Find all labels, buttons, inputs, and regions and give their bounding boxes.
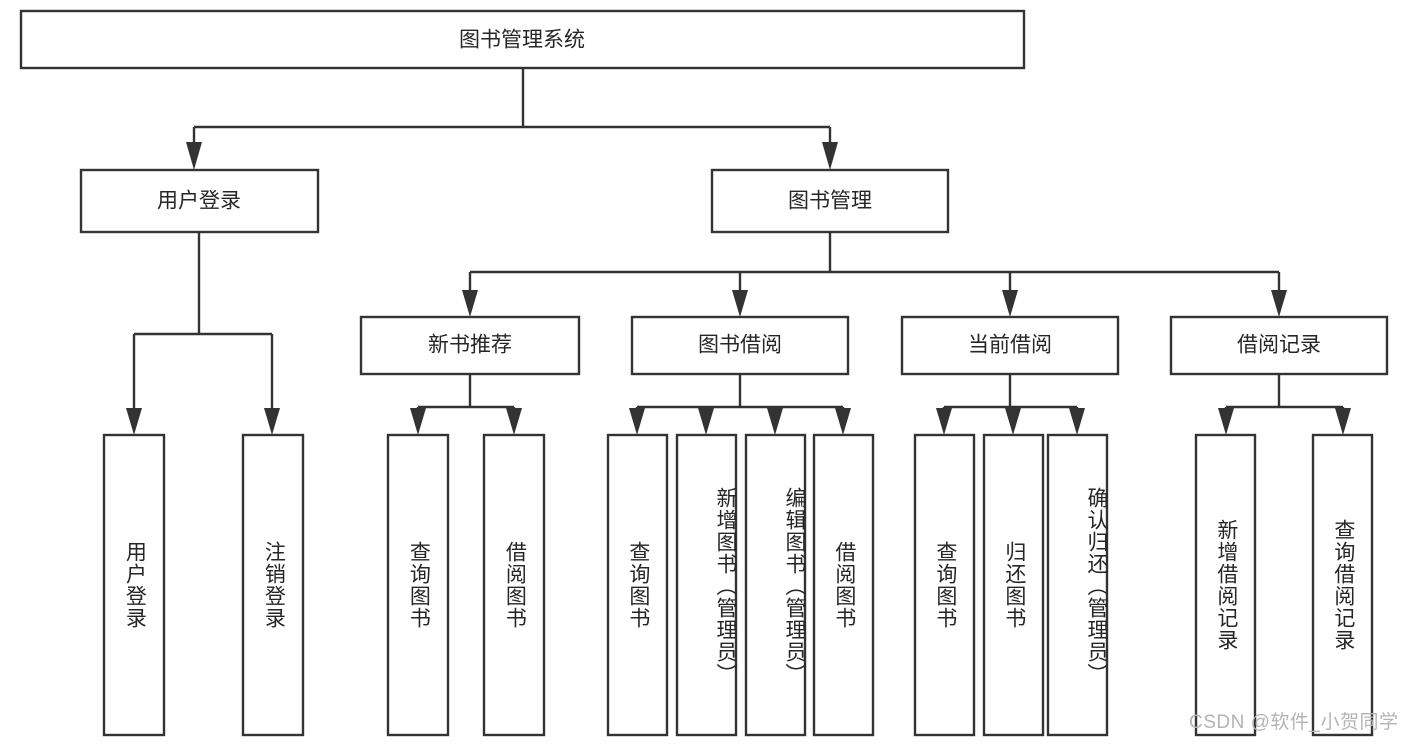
node-leaf-query-book-2-box[interactable] [606, 433, 669, 737]
connector-group-user-login [126, 232, 280, 435]
connector-group-book-management [462, 232, 1287, 317]
arrow-head-leaf-add-record [1218, 408, 1234, 435]
node-leaf-edit-book-box[interactable] [744, 433, 807, 737]
arrow-head-book-borrow [732, 290, 748, 317]
node-leaf-confirm-return-box[interactable] [1046, 433, 1109, 737]
node-leaf-borrow-book-2-box[interactable] [812, 433, 875, 737]
node-current-borrow-box[interactable] [900, 315, 1120, 376]
arrow-head-book-management [822, 142, 838, 170]
connector-group-borrow-record [1218, 374, 1351, 435]
arrow-head-leaf-add-book [698, 408, 714, 435]
arrow-head-leaf-query-record [1335, 408, 1351, 435]
csdn-watermark: CSDN @软件_小贺同学 [1189, 712, 1399, 733]
arrow-head-leaf-borrow-book-1 [506, 408, 522, 435]
arrow-head-user-login [186, 142, 202, 170]
arrow-head-leaf-user-login [126, 408, 142, 435]
node-leaf-query-book-3-box[interactable] [913, 433, 976, 737]
node-borrow-record[interactable]: 借阅记录 [1169, 315, 1389, 376]
node-root-label: 图书管理系统 [459, 29, 585, 52]
node-user-login-box[interactable] [79, 168, 320, 234]
node-leaf-add-record-box[interactable] [1194, 433, 1257, 737]
node-leaf-borrow-book-1-box[interactable] [482, 433, 546, 737]
node-borrow-record-label: 借阅记录 [1237, 334, 1321, 357]
node-book-borrow-box[interactable] [630, 315, 850, 376]
node-borrow-record-box[interactable] [1169, 315, 1389, 376]
arrow-head-leaf-query-book-2 [629, 408, 645, 435]
node-book-management-box[interactable] [710, 168, 950, 234]
node-user-login[interactable]: 用户登录 [79, 168, 320, 234]
arrow-head-leaf-logout [264, 408, 280, 435]
connector-group-new-book-recommend [410, 374, 522, 435]
node-new-book-recommend[interactable]: 新书推荐 [359, 315, 581, 376]
arrow-head-current-borrow [1002, 290, 1018, 317]
connector-group-book-borrow [629, 374, 851, 435]
arrow-head-leaf-borrow-book-2 [835, 408, 851, 435]
node-book-management-label: 图书管理 [788, 190, 872, 213]
node-current-borrow[interactable]: 当前借阅 [900, 315, 1120, 376]
node-leaf-return-book-box[interactable] [982, 433, 1045, 737]
node-root[interactable]: 图书管理系统 [19, 9, 1026, 70]
connector-group-current-borrow [936, 374, 1085, 435]
arrow-head-leaf-return-book [1005, 408, 1021, 435]
node-leaf-query-record-box[interactable] [1311, 433, 1374, 737]
arrow-head-leaf-query-book-1 [410, 408, 426, 435]
connector-group-root [186, 68, 838, 170]
node-user-login-label: 用户登录 [157, 190, 241, 213]
node-leaf-query-book-1-box[interactable] [386, 433, 450, 737]
node-book-management[interactable]: 图书管理 [710, 168, 950, 234]
arrow-head-new-book-recommend [462, 290, 478, 317]
node-current-borrow-label: 当前借阅 [968, 334, 1052, 357]
node-leaf-add-book-box[interactable] [675, 433, 738, 737]
node-new-book-recommend-label: 新书推荐 [428, 334, 512, 357]
arrow-head-leaf-confirm-return [1069, 408, 1085, 435]
node-leaf-user-login-box[interactable] [102, 433, 166, 737]
arrow-head-leaf-query-book-3 [936, 408, 952, 435]
node-leaf-logout-box[interactable] [241, 433, 305, 737]
node-new-book-recommend-box[interactable] [359, 315, 581, 376]
node-root-box[interactable] [19, 9, 1026, 70]
arrow-head-leaf-edit-book [767, 408, 783, 435]
node-book-borrow[interactable]: 图书借阅 [630, 315, 850, 376]
node-book-borrow-label: 图书借阅 [698, 334, 782, 357]
arrow-head-borrow-record [1271, 290, 1287, 317]
